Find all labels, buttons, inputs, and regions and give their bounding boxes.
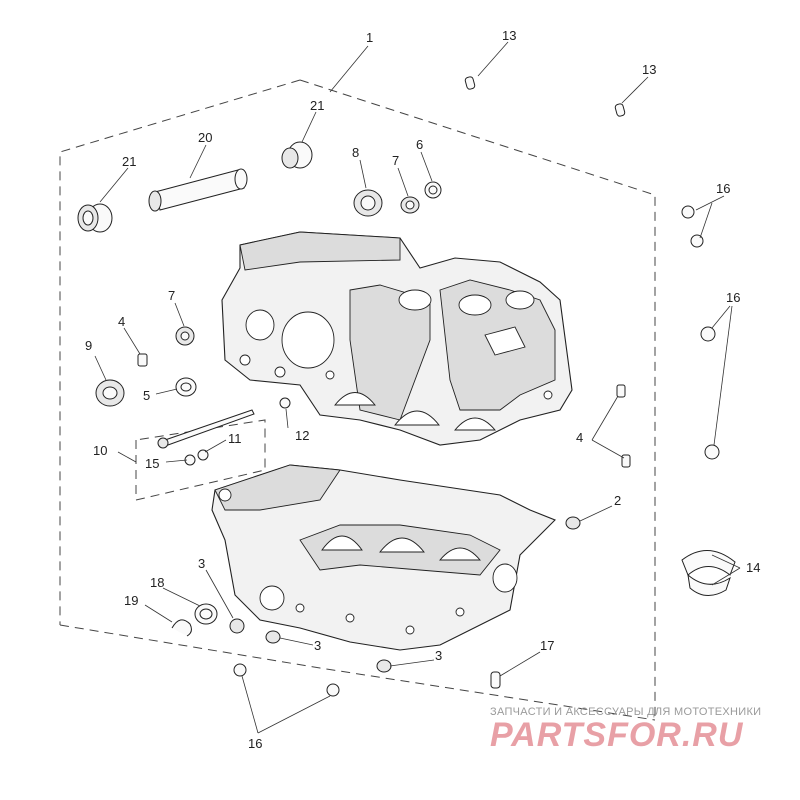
part-20-tube: [148, 168, 248, 212]
part-21-bushing-left: [77, 203, 113, 233]
callout-2: 2: [614, 493, 621, 508]
cylinder-bore: [398, 289, 432, 311]
callout-1: 1: [366, 30, 373, 45]
leader-lines: [94, 41, 741, 734]
cylinder-bore: [505, 290, 535, 310]
callout-4: 4: [118, 314, 125, 329]
part-15-11-orings: [184, 449, 209, 466]
part-18-19-seal-circlip: [171, 603, 218, 637]
callout-16: 16: [716, 181, 730, 196]
part-2-plug: [565, 516, 581, 530]
callout-10: 10: [93, 443, 107, 458]
part-16-bolts-right-mid: [700, 326, 720, 460]
part-4-dowels-right: [616, 384, 631, 468]
watermark-logo: PARTSFOR.RU: [490, 716, 744, 754]
callout-16: 16: [726, 290, 740, 305]
callout-9: 9: [85, 338, 92, 353]
part-4-dowel-left: [137, 353, 148, 367]
callout-8: 8: [352, 145, 359, 160]
part-17-pin: [490, 671, 501, 689]
part-21-bushing-right: [281, 141, 313, 169]
part-7-bearing-top: [400, 196, 420, 214]
part-6-washer: [424, 181, 442, 199]
part-3-plugs: [229, 618, 392, 673]
callout-17: 17: [540, 638, 554, 653]
part-9-bearing: [95, 379, 125, 407]
assembly-boundary: [59, 79, 656, 721]
part-7-bearing-left: [175, 326, 195, 346]
callout-18: 18: [150, 575, 164, 590]
callout-5: 5: [143, 388, 150, 403]
callout-12: 12: [295, 428, 309, 443]
upper-crankcase: [221, 231, 573, 446]
part-10-shaft: [157, 409, 255, 449]
lower-crankcase: [211, 464, 556, 651]
callout-19: 19: [124, 593, 138, 608]
callout-4: 4: [576, 430, 583, 445]
part-13-pins: [464, 76, 626, 117]
part-16-bolts-right-top: [681, 205, 704, 248]
callout-7: 7: [392, 153, 399, 168]
callout-15: 15: [145, 456, 159, 471]
part-16-bolts-bottom: [233, 663, 340, 697]
cylinder-bore: [458, 294, 492, 316]
callout-20: 20: [198, 130, 212, 145]
subassembly-boundary-10: [135, 419, 266, 501]
part-8-bearing: [353, 189, 383, 217]
callout-21: 21: [122, 154, 136, 169]
callout-16: 16: [248, 736, 262, 751]
callout-11: 11: [228, 431, 242, 446]
callout-13: 13: [502, 28, 516, 43]
callout-7: 7: [168, 288, 175, 303]
callout-3: 3: [314, 638, 321, 653]
bearing-bore: [281, 311, 335, 369]
callout-3: 3: [435, 648, 442, 663]
callout-3: 3: [198, 556, 205, 571]
callout-21: 21: [310, 98, 324, 113]
part-5-washer: [175, 377, 197, 397]
part-14-shell: [681, 550, 736, 596]
part-12-ring: [279, 397, 291, 409]
bearing-bore: [245, 309, 275, 341]
watermark-tagline: ЗАПЧАСТИ И АКСЕССУАРЫ ДЛЯ МОТОТЕХНИКИ: [490, 706, 762, 718]
callout-13: 13: [642, 62, 656, 77]
callout-labels: 1 13 13 21 20 21 8 7 6 16 7 4 9 5 12 16 …: [85, 28, 760, 751]
callout-14: 14: [746, 560, 760, 575]
callout-6: 6: [416, 137, 423, 152]
